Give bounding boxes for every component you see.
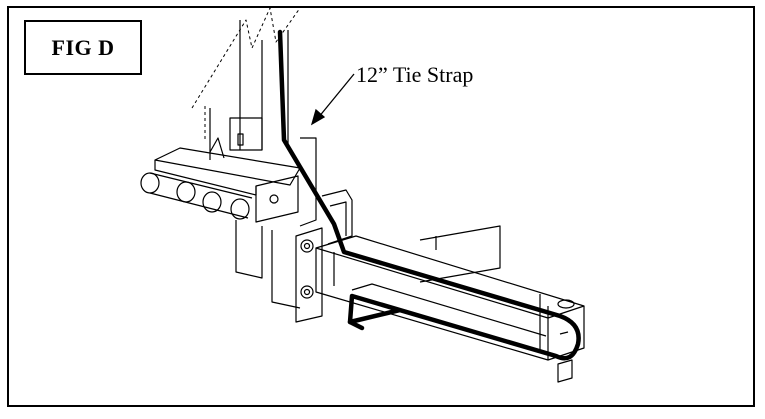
clamp-plate	[154, 137, 301, 196]
tie-strap-callout: 12” Tie Strap	[356, 62, 474, 87]
figure-label: FIG D	[51, 34, 115, 60]
tie-strap	[277, 29, 581, 361]
rear-tube	[419, 225, 501, 283]
figure-border	[7, 6, 755, 407]
side-bracket	[299, 137, 353, 245]
mounting-plate	[295, 227, 323, 323]
figure-label-box: FIG D	[24, 20, 142, 75]
callout-leader	[310, 73, 355, 126]
vertical-post	[209, 20, 289, 160]
front-block	[235, 175, 301, 309]
roller-set	[140, 172, 253, 220]
